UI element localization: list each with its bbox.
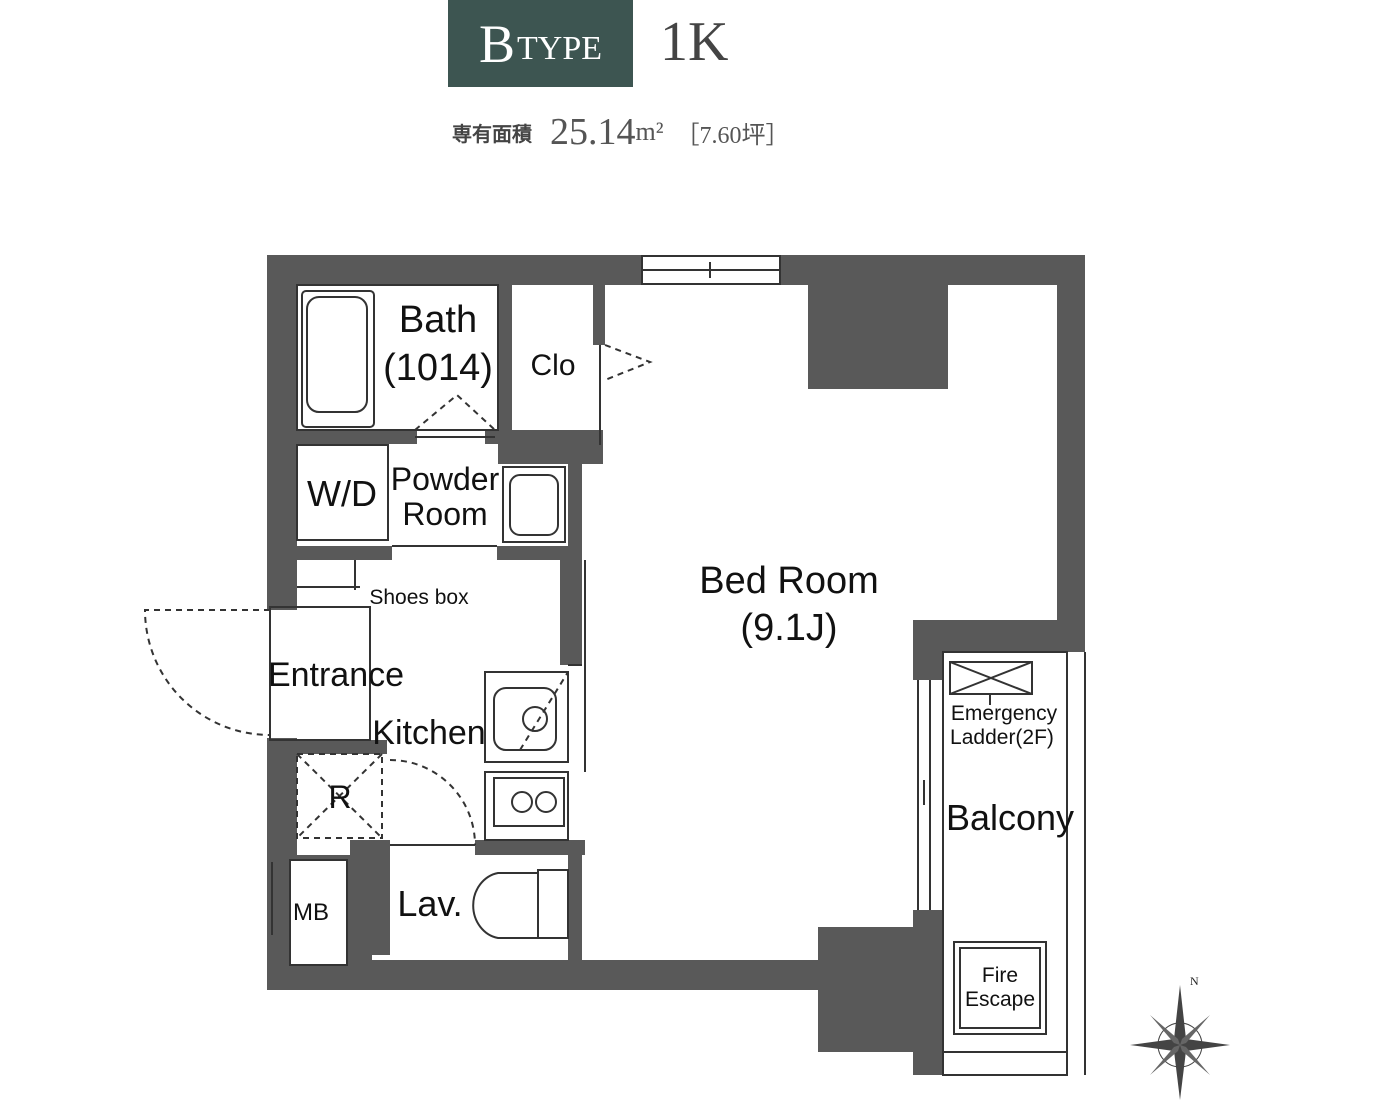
plan-header: B TYPE 1K 専有面積 25.14 m² ［7.60坪］: [0, 0, 1374, 200]
label-entrance: Entrance: [268, 656, 404, 694]
label-emergency-1: Emergency: [951, 702, 1058, 725]
label-bedroom: Bed Room: [699, 560, 879, 602]
compass-north-label: N: [1190, 974, 1199, 988]
area-unit: m²: [635, 117, 664, 146]
label-refrigerator: R: [328, 779, 351, 815]
compass-icon: N: [1130, 974, 1230, 1100]
label-wd: W/D: [307, 473, 377, 514]
layout-code: 1K: [660, 11, 729, 73]
type-letter: B: [478, 13, 516, 74]
area-row: 専有面積 25.14 m² ［7.60坪］: [452, 108, 790, 156]
area-value: 25.14: [550, 111, 636, 153]
type-badge: B TYPE: [448, 0, 633, 87]
label-mb: MB: [293, 899, 329, 926]
area-tsubo: ［7.60坪］: [675, 122, 790, 149]
label-fire-1: Fire: [982, 964, 1018, 987]
label-powder-1: Powder: [391, 461, 500, 497]
type-word: TYPE: [517, 29, 603, 67]
label-lav: Lav.: [397, 883, 462, 924]
label-closet: Clo: [530, 349, 575, 382]
label-kitchen: Kitchen: [372, 714, 485, 752]
label-balcony: Balcony: [946, 797, 1074, 838]
label-emergency-2: Ladder(2F): [950, 726, 1054, 749]
fixtures: [143, 255, 1086, 1076]
label-bedroom-size: (9.1J): [740, 607, 837, 649]
label-fire-2: Escape: [965, 988, 1035, 1011]
label-shoes-box: Shoes box: [369, 586, 469, 609]
label-bath-size: (1014): [383, 347, 493, 389]
label-powder-2: Room: [402, 496, 487, 532]
label-bath: Bath: [399, 299, 477, 341]
room-labels: Bath (1014) Clo W/D Powder Room Shoes bo…: [268, 299, 1074, 1011]
area-label: 専有面積: [452, 121, 532, 146]
